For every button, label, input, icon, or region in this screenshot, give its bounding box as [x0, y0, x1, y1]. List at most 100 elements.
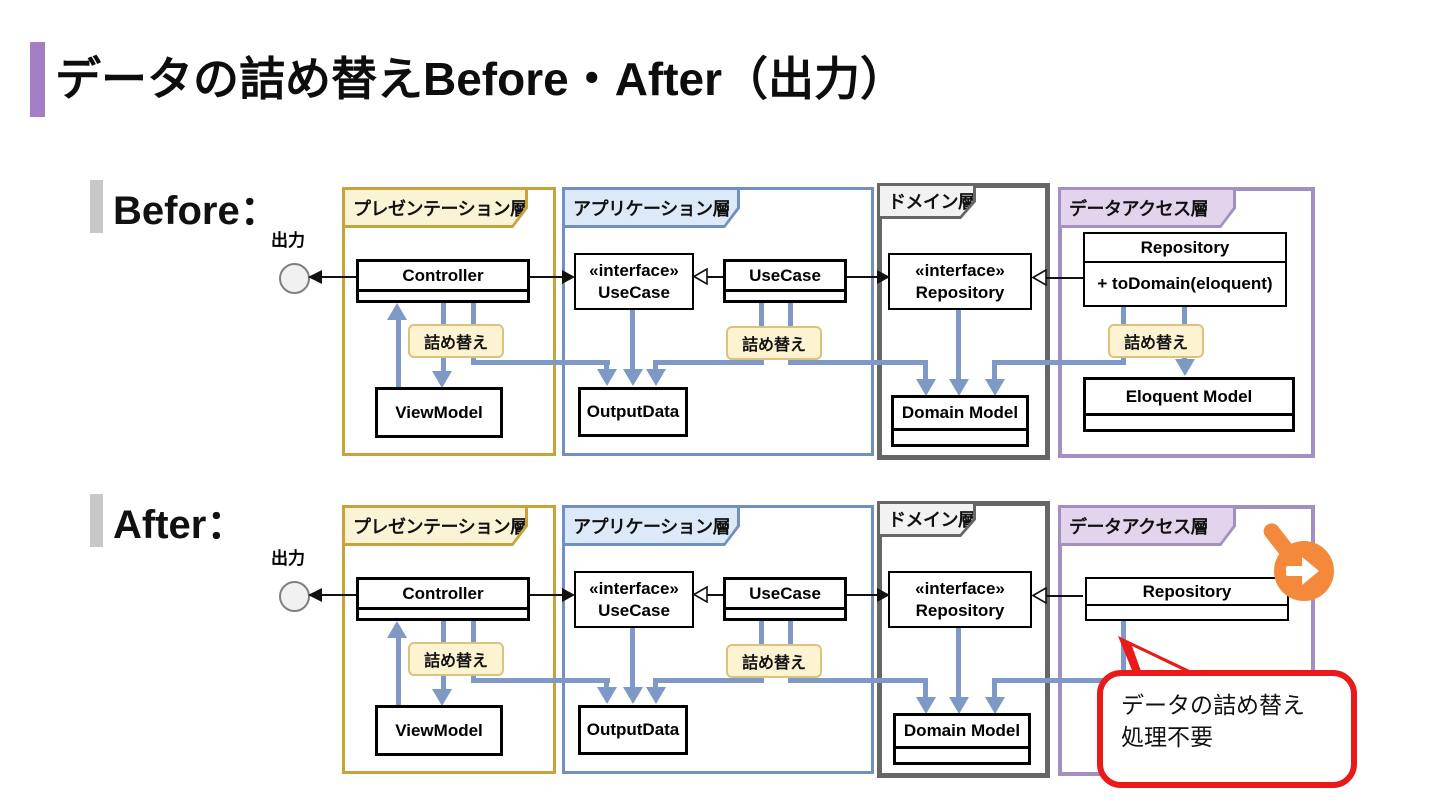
flow-line	[653, 360, 658, 371]
flow-arrowhead	[387, 621, 407, 638]
dependency-line	[847, 276, 877, 278]
flow-arrowhead	[1175, 359, 1195, 376]
after-controller-class: Controller	[356, 577, 530, 621]
realization-line	[707, 276, 723, 278]
after-domain-tab: ドメイン層	[877, 501, 976, 537]
dependency-arrowhead	[877, 270, 890, 284]
flow-line	[604, 678, 609, 689]
dependency-arrowhead	[308, 588, 322, 602]
flow-line	[471, 360, 610, 365]
flow-line	[956, 310, 961, 381]
flow-line	[788, 360, 928, 365]
after-interface-repository-class: «interface»Repository	[888, 571, 1032, 628]
flow-line	[655, 678, 764, 683]
flow-line	[956, 628, 961, 699]
dependency-arrowhead	[308, 270, 322, 284]
flow-arrowhead	[597, 687, 617, 704]
flow-arrowhead	[432, 371, 452, 388]
before-repository-class: Repository+ toDomain(eloquent)	[1083, 232, 1287, 307]
after-interface-usecase-class: «interface»UseCase	[574, 571, 694, 628]
before-interface-repository-class: «interface»Repository	[888, 253, 1032, 310]
flow-line	[653, 678, 658, 689]
realization-arrowhead	[692, 267, 708, 286]
after-output-label: 出力	[271, 549, 305, 568]
flow-line	[992, 678, 997, 699]
no-repack-callout: データの詰め替え処理不要	[1097, 670, 1357, 788]
dependency-line	[847, 594, 877, 596]
before-application-tab: アプリケーション層	[562, 187, 740, 228]
flow-line	[396, 637, 401, 705]
title-accent-bar	[30, 42, 45, 117]
after-domain-model-class: Domain Model	[893, 713, 1031, 765]
flow-arrowhead	[916, 379, 936, 396]
flow-line	[923, 678, 928, 699]
dependency-line	[322, 594, 356, 596]
before-data-access-tab: データアクセス層	[1058, 187, 1236, 228]
before-repack-note-data-access: 詰め替え	[1108, 324, 1205, 358]
after-repack-note-application: 詰め替え	[726, 644, 823, 678]
after-presentation-tab: プレゼンテーション層	[342, 505, 528, 546]
flow-line	[1121, 621, 1126, 683]
flow-line	[630, 628, 635, 689]
before-repack-note-application: 詰め替え	[726, 326, 823, 360]
after-usecase-class: UseCase	[723, 577, 847, 621]
before-interface-usecase-class: «interface»UseCase	[574, 253, 694, 310]
callout-tail	[1106, 632, 1206, 680]
flow-line	[396, 319, 401, 387]
flow-line	[996, 678, 1125, 683]
flow-arrowhead	[985, 697, 1005, 714]
realization-line	[1046, 595, 1083, 597]
flow-arrowhead	[949, 379, 969, 396]
page-title: データの詰め替えBefore・After（出力）	[55, 53, 907, 105]
flow-arrowhead	[646, 687, 666, 704]
after-output-terminal	[279, 581, 310, 612]
before-section-label: Before：	[113, 189, 280, 233]
before-eloquent-model-class: Eloquent Model	[1083, 377, 1295, 432]
flow-arrowhead	[949, 697, 969, 714]
before-viewmodel-class: ViewModel	[375, 387, 503, 438]
realization-arrowhead	[692, 585, 708, 604]
before-output-terminal	[279, 263, 310, 294]
before-section-bar	[90, 180, 103, 233]
flow-arrowhead	[985, 379, 1005, 396]
after-viewmodel-class: ViewModel	[375, 705, 503, 756]
before-output-label: 出力	[271, 231, 305, 250]
flow-arrowhead	[646, 369, 666, 386]
flow-line	[788, 678, 928, 683]
flow-line	[992, 360, 997, 381]
flow-arrowhead	[623, 369, 643, 386]
after-section-label: After：	[113, 503, 247, 547]
before-outputdata-class: OutputData	[578, 387, 688, 437]
before-usecase-class: UseCase	[723, 259, 847, 303]
after-outputdata-class: OutputData	[578, 705, 688, 755]
dependency-line	[322, 276, 356, 278]
flow-line	[996, 360, 1125, 365]
realization-line	[707, 594, 723, 596]
after-repository-class: Repository	[1085, 577, 1289, 621]
before-presentation-tab: プレゼンテーション層	[342, 187, 528, 228]
flow-line	[655, 360, 764, 365]
before-domain-model-class: Domain Model	[891, 395, 1029, 447]
callout-line1: データの詰め替え	[1121, 692, 1305, 718]
after-repack-note-presentation: 詰め替え	[408, 642, 505, 676]
realization-arrowhead	[1031, 268, 1047, 287]
before-repack-note-presentation: 詰め替え	[408, 324, 505, 358]
after-section-bar	[90, 494, 103, 547]
dependency-line	[530, 276, 562, 278]
flow-arrowhead	[597, 369, 617, 386]
before-domain-tab: ドメイン層	[877, 183, 976, 219]
dependency-arrowhead	[877, 588, 890, 602]
flow-arrowhead	[387, 303, 407, 320]
realization-line	[1046, 277, 1083, 279]
flow-line	[923, 360, 928, 381]
flow-line	[471, 678, 610, 683]
flow-arrowhead	[623, 687, 643, 704]
flow-line	[604, 360, 609, 371]
after-application-tab: アプリケーション層	[562, 505, 740, 546]
dependency-line	[530, 594, 562, 596]
realization-arrowhead	[1031, 586, 1047, 605]
callout-line2: 処理不要	[1121, 724, 1213, 750]
flow-arrowhead	[432, 689, 452, 706]
after-data-access-tab: データアクセス層	[1058, 505, 1236, 546]
